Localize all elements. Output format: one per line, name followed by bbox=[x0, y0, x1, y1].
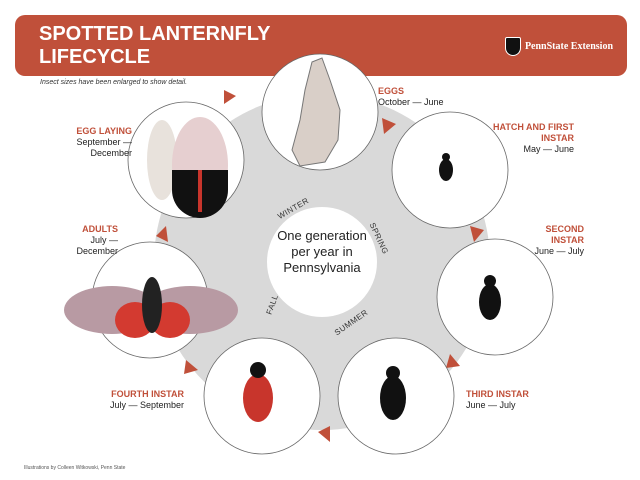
shield-icon bbox=[504, 37, 521, 56]
cycle-arrows bbox=[156, 90, 484, 442]
center-text: One generation per year in Pennsylvania bbox=[277, 228, 367, 275]
arrow-icon bbox=[318, 426, 330, 442]
size-note: Insect sizes have been enlarged to show … bbox=[40, 79, 188, 86]
arrow-icon bbox=[184, 360, 198, 374]
pennstate-logo: PennState Extension bbox=[504, 37, 613, 56]
arrow-icon bbox=[224, 90, 236, 104]
second-instar-illustration bbox=[479, 275, 501, 320]
arrow-icon bbox=[446, 354, 460, 368]
arrow-icon bbox=[382, 118, 396, 134]
third-instar-illustration bbox=[380, 366, 406, 420]
egg-mass-illustration bbox=[291, 57, 341, 167]
arrow-icon bbox=[156, 226, 168, 242]
fourth-instar-illustration bbox=[243, 362, 273, 422]
arrow-icon bbox=[470, 226, 484, 242]
illustration-credit: Illustrations by Colleen Witkowski, Penn… bbox=[24, 465, 126, 471]
first-instar-illustration bbox=[439, 153, 453, 181]
center-circle bbox=[267, 207, 377, 317]
egg-laying-illustration bbox=[147, 117, 228, 218]
adult-illustration bbox=[64, 277, 238, 338]
